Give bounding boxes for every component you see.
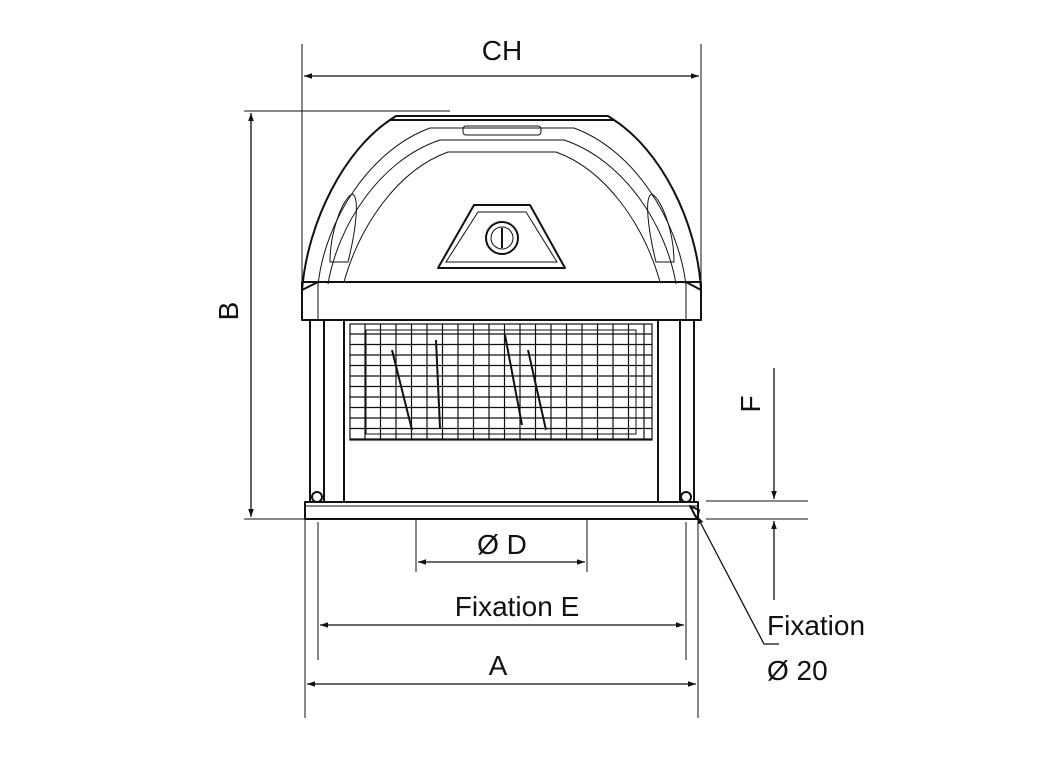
fixation-hole-right (680, 491, 692, 503)
label-a: A (489, 650, 508, 681)
fixation-hole-left (311, 491, 323, 503)
dome-outer (301, 119, 702, 320)
label-fixation: Fixation (767, 610, 865, 641)
extension-lines (244, 44, 808, 718)
label-ch: CH (482, 35, 522, 66)
impeller-blade (527, 349, 547, 431)
label-fixation-e: Fixation E (455, 591, 580, 622)
label-fixation-diameter: Ø 20 (767, 655, 828, 686)
grill-bars (350, 324, 652, 440)
base-plate (304, 491, 700, 520)
switch-knob (485, 221, 519, 255)
label-b: B (213, 302, 244, 321)
impeller-blade (391, 349, 413, 431)
impeller-blade (435, 339, 441, 429)
fixation-leader-line (696, 515, 779, 645)
label-d: Ø D (477, 529, 527, 560)
switch-housing (437, 204, 566, 269)
protection-grill (349, 323, 653, 441)
fan-unit (301, 115, 702, 503)
label-f: F (735, 395, 766, 412)
impeller-blade (504, 334, 523, 426)
